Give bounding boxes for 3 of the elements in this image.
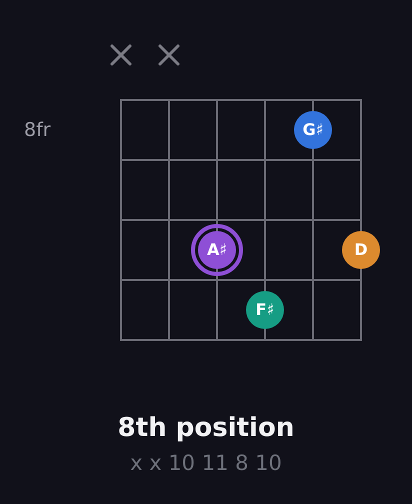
fingering-label: x x 10 11 8 10	[130, 450, 282, 477]
fret-number-label: 8fr	[24, 118, 51, 143]
chord-title: 8th position	[118, 412, 294, 445]
